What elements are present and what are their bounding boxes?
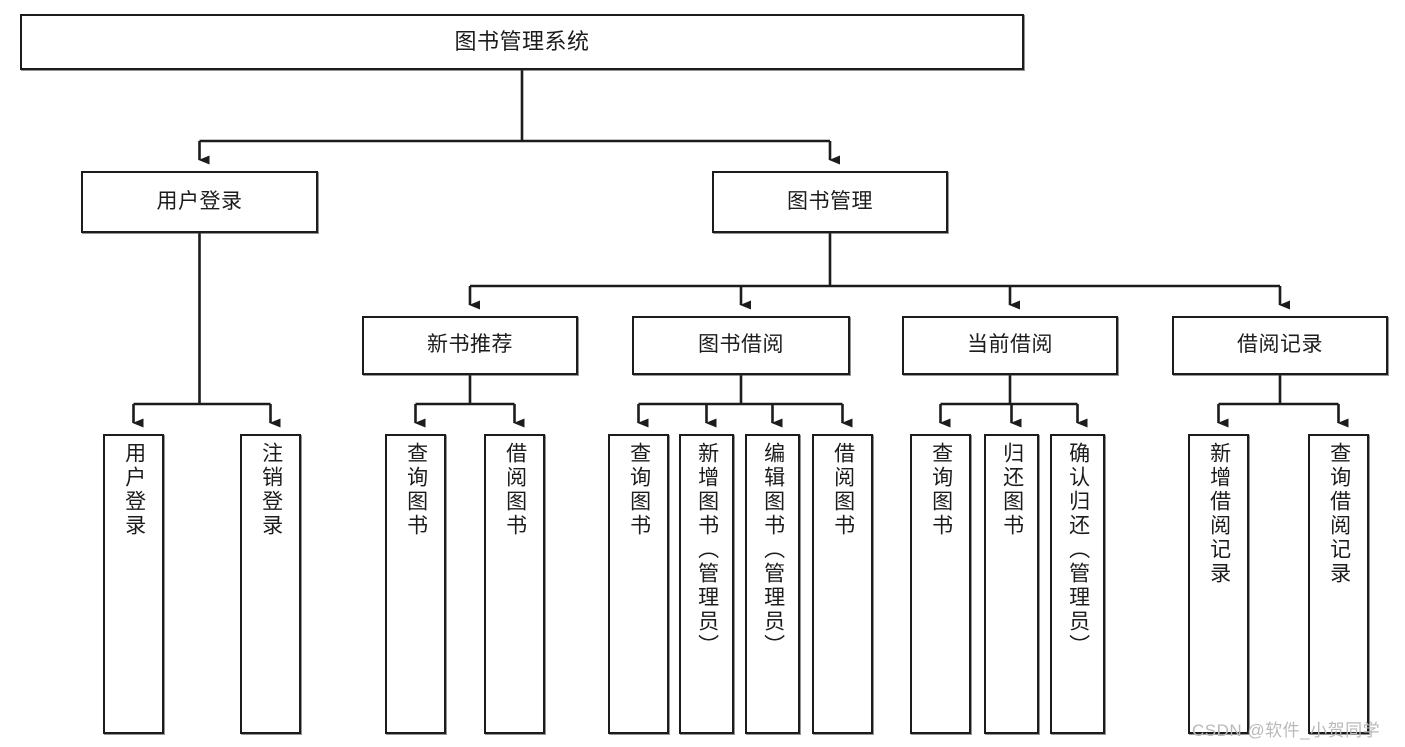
leaf-add-book-admin[interactable]: 新增图书（管理员） xyxy=(679,434,734,734)
leaf-query-book-borrow[interactable]: 查询图书 xyxy=(608,434,669,734)
node-current-borrow[interactable]: 当前借阅 xyxy=(902,316,1118,375)
leaf-query-borrow-record[interactable]: 查询借阅记录 xyxy=(1308,434,1369,734)
node-root-label: 图书管理系统 xyxy=(454,29,590,55)
leaf-borrow-book-recommend[interactable]: 借阅图书 xyxy=(484,434,545,734)
node-current-borrow-label: 当前借阅 xyxy=(967,333,1053,357)
leaf-add-book-admin-label: 新增图书（管理员） xyxy=(695,442,719,658)
leaf-query-book-current[interactable]: 查询图书 xyxy=(910,434,971,734)
csdn-watermark: CSDN @软件_小贺同学 xyxy=(1192,721,1381,740)
node-book-management[interactable]: 图书管理 xyxy=(712,171,948,233)
leaf-borrow-book-label: 借阅图书 xyxy=(831,442,855,538)
leaf-user-login-label: 用户登录 xyxy=(122,442,146,538)
leaf-add-borrow-record-label: 新增借阅记录 xyxy=(1207,442,1231,586)
leaf-borrow-book-recommend-label: 借阅图书 xyxy=(503,442,527,538)
node-user-login-label: 用户登录 xyxy=(156,189,243,213)
leaf-query-book-current-label: 查询图书 xyxy=(929,442,953,538)
node-new-book-recommend-label: 新书推荐 xyxy=(427,333,513,357)
leaf-query-book-recommend-label: 查询图书 xyxy=(404,442,428,538)
leaf-return-book-label: 归还图书 xyxy=(1000,442,1024,538)
leaf-edit-book-admin-label: 编辑图书（管理员） xyxy=(761,442,785,658)
leaf-edit-book-admin[interactable]: 编辑图书（管理员） xyxy=(745,434,800,734)
node-book-management-label: 图书管理 xyxy=(787,189,873,213)
leaf-logout-label: 注销登录 xyxy=(259,442,283,538)
leaf-confirm-return-admin-label: 确认归还（管理员） xyxy=(1066,442,1090,658)
node-book-borrow[interactable]: 图书借阅 xyxy=(632,316,850,375)
leaf-logout[interactable]: 注销登录 xyxy=(240,434,301,734)
node-user-login[interactable]: 用户登录 xyxy=(81,171,318,233)
node-new-book-recommend[interactable]: 新书推荐 xyxy=(362,316,578,375)
node-borrow-record-label: 借阅记录 xyxy=(1237,333,1323,357)
node-book-borrow-label: 图书借阅 xyxy=(698,333,784,357)
leaf-return-book[interactable]: 归还图书 xyxy=(984,434,1039,734)
leaf-query-book-recommend[interactable]: 查询图书 xyxy=(385,434,446,734)
leaf-query-book-borrow-label: 查询图书 xyxy=(627,442,651,538)
leaf-borrow-book[interactable]: 借阅图书 xyxy=(812,434,873,734)
leaf-query-borrow-record-label: 查询借阅记录 xyxy=(1327,442,1351,586)
node-root[interactable]: 图书管理系统 xyxy=(20,14,1024,70)
node-borrow-record[interactable]: 借阅记录 xyxy=(1172,316,1388,375)
leaf-confirm-return-admin[interactable]: 确认归还（管理员） xyxy=(1050,434,1105,734)
leaf-user-login[interactable]: 用户登录 xyxy=(103,434,164,734)
leaf-add-borrow-record[interactable]: 新增借阅记录 xyxy=(1188,434,1249,734)
